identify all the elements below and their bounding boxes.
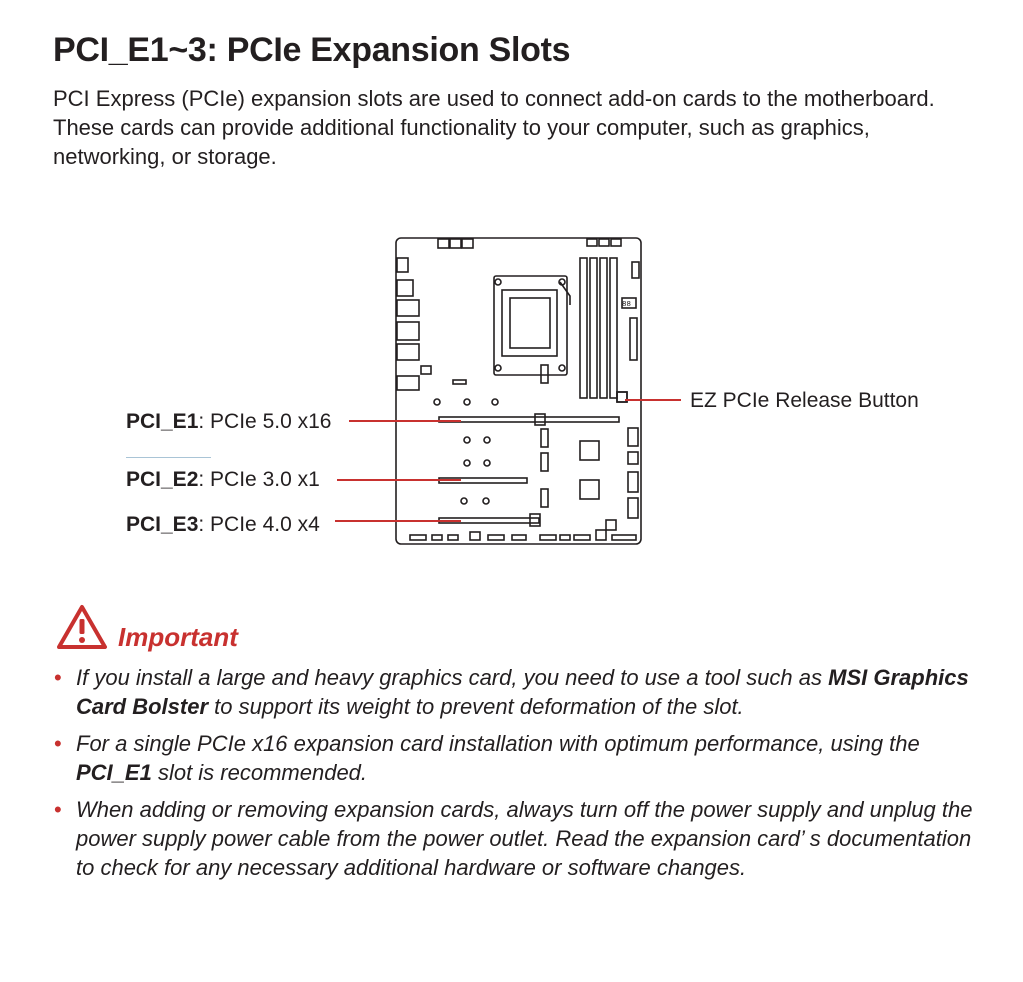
cpu-socket-frame	[493, 275, 568, 376]
svg-text:88: 88	[622, 300, 631, 308]
pci-e3-spec: : PCIe 4.0 x4	[198, 513, 320, 536]
pci-e3-callout-line	[335, 520, 461, 522]
dimm-slot	[599, 257, 608, 399]
important-note-2: For a single PCIe x16 expansion card ins…	[54, 729, 974, 787]
pci-e2-label: PCI_E2: PCIe 3.0 x1	[126, 468, 320, 492]
board-outline	[395, 237, 642, 545]
page-title: PCI_E1~3: PCIe Expansion Slots	[53, 31, 571, 69]
pci-e1-callout-line	[349, 420, 461, 422]
dimm-slot	[579, 257, 588, 399]
label-divider	[126, 457, 211, 458]
motherboard-diagram: 88	[395, 237, 642, 545]
ez-pcie-release-button-shape	[616, 391, 628, 403]
pci-e2-callout-line	[337, 479, 461, 481]
warning-triangle-icon	[57, 605, 107, 649]
pci-e1-name: PCI_E1	[126, 410, 199, 433]
pci-e1-label: PCI_E1: PCIe 5.0 x16	[126, 410, 331, 434]
pci-e2-name: PCI_E2	[126, 468, 199, 491]
pci-e3-name: PCI_E3	[126, 513, 199, 536]
pci-e2-spec: : PCIe 3.0 x1	[198, 468, 320, 491]
important-title: Important	[118, 622, 238, 652]
pci-e1-spec: : PCIe 5.0 x16	[198, 410, 332, 433]
important-note-3: When adding or removing expansion cards,…	[54, 795, 974, 882]
intro-paragraph: PCI Express (PCIe) expansion slots are u…	[53, 86, 935, 169]
release-button-callout-line	[625, 399, 681, 401]
important-notes: If you install a large and heavy graphic…	[54, 663, 974, 890]
dimm-slot	[609, 257, 618, 399]
pci-e3-label: PCI_E3: PCIe 4.0 x4	[126, 513, 320, 537]
dimm-slot	[589, 257, 598, 399]
release-button-label: EZ PCIe Release Button	[690, 389, 919, 412]
important-note-1: If you install a large and heavy graphic…	[54, 663, 974, 721]
pci-e1-slot	[438, 416, 620, 423]
